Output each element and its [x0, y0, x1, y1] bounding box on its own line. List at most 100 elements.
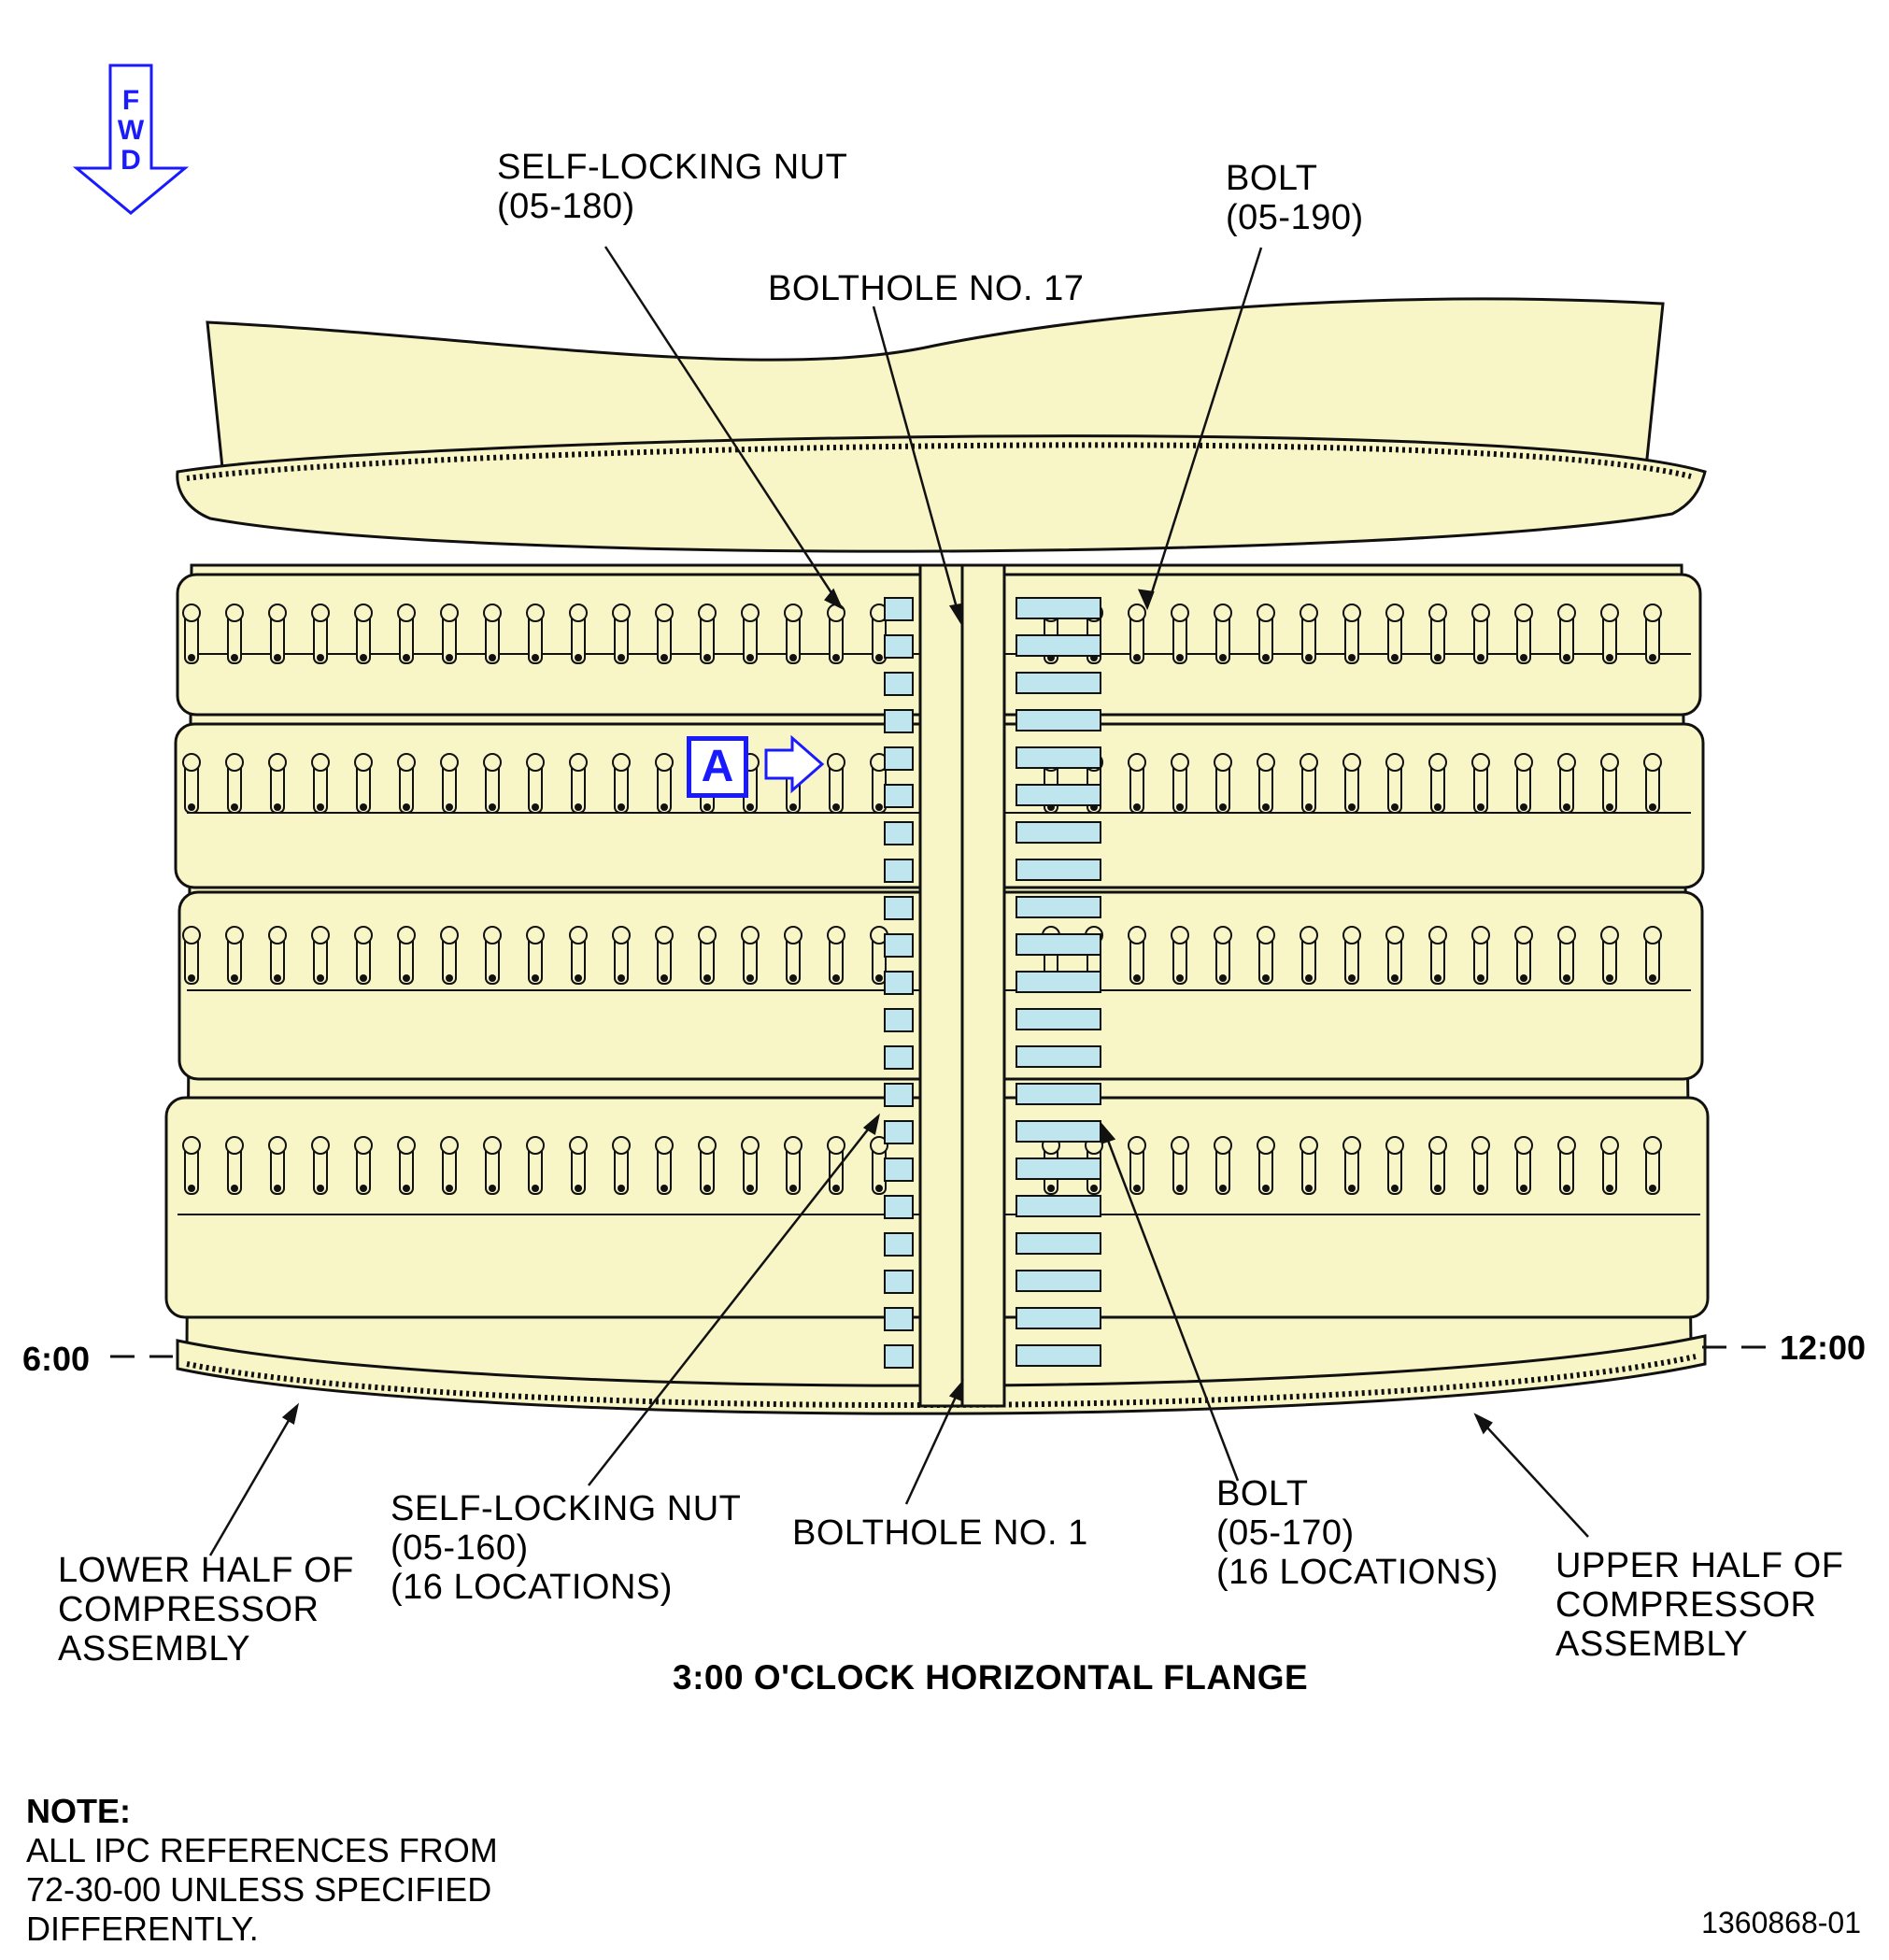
flange-bolt — [1016, 672, 1101, 694]
flange-bolt — [884, 821, 914, 845]
vane-lever — [440, 753, 459, 814]
flange-bolt — [884, 1270, 914, 1294]
callout-line: COMPRESSOR — [58, 1590, 320, 1629]
vane-lever — [1643, 753, 1662, 814]
callout-bolthole-17: BOLTHOLE NO. 17 — [768, 269, 1084, 308]
vane-lever — [268, 1136, 287, 1195]
vane-lever — [1257, 604, 1275, 664]
vane-lever — [1514, 1136, 1533, 1195]
vane-lever — [1128, 926, 1146, 985]
vane-lever — [225, 604, 244, 664]
vane-lever — [612, 1136, 631, 1195]
flange-bolt — [1016, 1307, 1101, 1329]
callout-line: BOLT — [1216, 1474, 1309, 1513]
callout-line: (05-170) — [1216, 1513, 1355, 1553]
vane-lever — [1428, 753, 1447, 814]
vane-lever — [1643, 1136, 1662, 1195]
vane-lever — [1128, 604, 1146, 664]
upper-flange-teeth — [186, 442, 1692, 481]
flange-bolt — [884, 597, 914, 621]
vane-lever — [397, 753, 416, 814]
callout-line: (05-180) — [497, 187, 635, 226]
vane-lever — [483, 926, 502, 985]
detail-a-arrow-icon — [764, 734, 825, 794]
callout-line: LOWER HALF OF — [58, 1551, 354, 1590]
fwd-letter-d: D — [121, 145, 141, 176]
leader-lines — [208, 246, 1589, 1556]
vane-lever — [1171, 604, 1189, 664]
flange-bolt — [1016, 1232, 1101, 1255]
vane-lever — [1385, 1136, 1404, 1195]
flange-bolt — [1016, 971, 1101, 993]
vane-lever — [225, 926, 244, 985]
flange-bolt — [1016, 1344, 1101, 1367]
vane-lever — [1171, 1136, 1189, 1195]
vane-lever — [655, 753, 674, 814]
vane-lever — [870, 753, 888, 814]
vane-lever — [1342, 926, 1361, 985]
vane-lever — [1428, 604, 1447, 664]
vane-lever — [354, 604, 373, 664]
vane-lever — [569, 1136, 588, 1195]
vane-lever — [1600, 753, 1619, 814]
callout-line: (05-190) — [1226, 198, 1364, 237]
vane-lever — [225, 753, 244, 814]
flange-bolt — [1016, 821, 1101, 844]
vane-lever — [1300, 1136, 1318, 1195]
vane-lever — [827, 604, 845, 664]
callout-line: (16 LOCATIONS) — [391, 1568, 673, 1607]
vane-lever — [1600, 604, 1619, 664]
vane-lever — [397, 1136, 416, 1195]
vane-lever — [526, 1136, 545, 1195]
flange-bolt — [884, 784, 914, 808]
view-title: 3:00 O'CLOCK HORIZONTAL FLANGE — [673, 1658, 1309, 1697]
vane-lever — [870, 604, 888, 664]
flange-bolt — [884, 1195, 914, 1219]
vane-lever — [612, 604, 631, 664]
vane-lever — [1342, 753, 1361, 814]
vane-lever — [182, 753, 201, 814]
general-note: NOTE: ALL IPC REFERENCES FROM 72-30-00 U… — [26, 1792, 498, 1949]
vane-lever — [483, 753, 502, 814]
clock-label-12: 12:00 — [1780, 1328, 1867, 1367]
flange-bolt — [1016, 1120, 1101, 1143]
vane-lever — [1257, 753, 1275, 814]
vane-lever — [1471, 753, 1490, 814]
vane-lever — [569, 926, 588, 985]
clock-label-6: 6:00 — [22, 1340, 91, 1378]
vane-lever — [698, 926, 717, 985]
vane-lever — [1557, 753, 1576, 814]
flange-bolt — [884, 672, 914, 696]
vane-lever — [1342, 1136, 1361, 1195]
vane-lever — [655, 926, 674, 985]
callout-line: (05-160) — [391, 1528, 529, 1568]
vane-lever — [440, 1136, 459, 1195]
vane-lever — [526, 604, 545, 664]
vane-lever — [1643, 926, 1662, 985]
flange-bolt — [884, 709, 914, 733]
callout-self-locking-nut-160: SELF-LOCKING NUT (05-160) (16 LOCATIONS) — [391, 1489, 741, 1607]
flange-bolt — [884, 1045, 914, 1070]
vane-lever — [655, 604, 674, 664]
callout-upper-half: UPPER HALF OF COMPRESSOR ASSEMBLY — [1555, 1546, 1843, 1664]
vane-lever — [1214, 604, 1232, 664]
vane-lever — [1385, 604, 1404, 664]
vane-lever — [1600, 1136, 1619, 1195]
vane-lever — [354, 1136, 373, 1195]
flange-bolt — [884, 1158, 914, 1182]
flange-bolt — [1016, 634, 1101, 657]
vane-lever — [354, 926, 373, 985]
vane-lever — [1214, 1136, 1232, 1195]
vane-lever — [1643, 604, 1662, 664]
vane-lever — [526, 926, 545, 985]
vane-lever — [784, 926, 802, 985]
callout-line: SELF-LOCKING NUT — [497, 148, 848, 187]
vane-lever — [1514, 753, 1533, 814]
callout-line: SELF-LOCKING NUT — [391, 1489, 742, 1528]
vane-lever — [1171, 926, 1189, 985]
flange-bolt — [884, 1008, 914, 1032]
vane-lever — [827, 926, 845, 985]
flange-bolt — [884, 746, 914, 771]
